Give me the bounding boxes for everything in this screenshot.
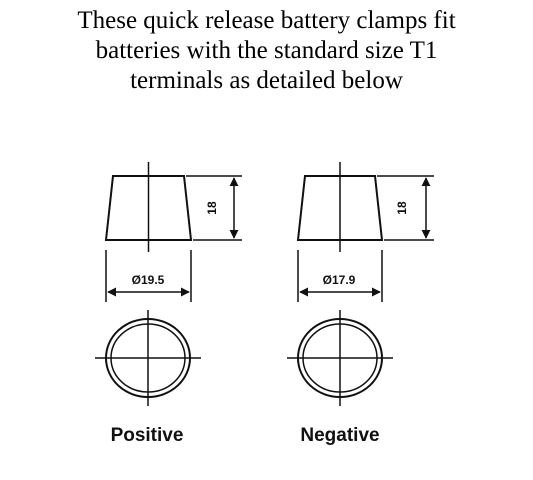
positive-height-label: 18	[205, 201, 219, 215]
positive-post-outline	[104, 175, 193, 241]
caption-line-2: batteries with the standard size T1	[95, 37, 438, 64]
negative-terminal: 18 Ø17.9 Negative	[287, 162, 434, 446]
negative-height-dimension	[377, 175, 434, 241]
positive-height-dimension	[186, 175, 242, 241]
positive-side-view	[104, 162, 193, 252]
negative-height-label: 18	[395, 201, 409, 215]
positive-top-view	[95, 310, 201, 406]
caption-line-3: terminals as detailed below	[130, 67, 403, 94]
negative-post-outline	[296, 175, 384, 241]
positive-label: Positive	[111, 425, 184, 446]
negative-side-view	[296, 162, 384, 252]
positive-diameter-dimension	[105, 250, 192, 302]
negative-diameter-label: Ø17.9	[323, 273, 356, 287]
negative-label: Negative	[300, 425, 379, 446]
negative-top-view	[287, 310, 393, 406]
caption: These quick release battery clamps fit b…	[0, 6, 533, 96]
positive-terminal: 18 Ø19.5 Positive	[95, 162, 242, 446]
positive-diameter-label: Ø19.5	[132, 273, 165, 287]
negative-diameter-dimension	[297, 250, 383, 302]
caption-line-1: These quick release battery clamps fit	[77, 7, 456, 34]
